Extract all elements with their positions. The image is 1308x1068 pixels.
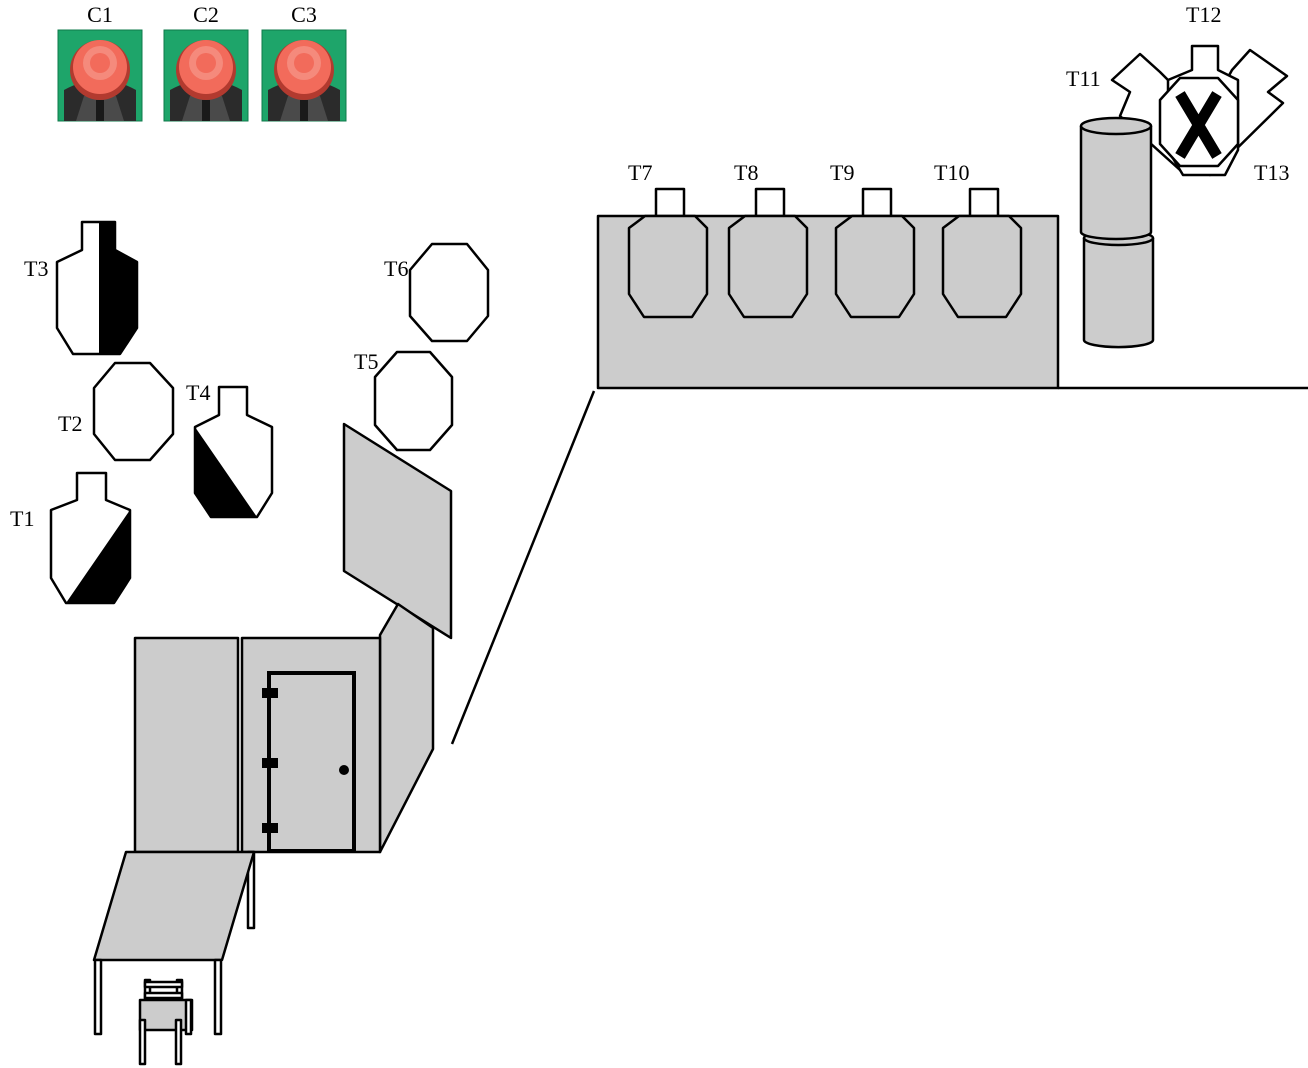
x-mark-icon [1175,91,1222,159]
chair-seat [138,998,194,1032]
target-label: T11 [1066,66,1101,91]
door-hinge [262,688,278,698]
barrel-upper [1079,126,1153,241]
barrel-stack [1079,116,1155,349]
torso-target-body [941,214,1023,319]
no-shoot-section [195,427,257,517]
door-knob [339,765,349,775]
target-label: T5 [354,349,378,374]
target-label: T12 [1186,2,1221,27]
octagon-plate-icon [373,350,454,452]
torso-target-body [627,214,709,319]
target-label: T2 [58,411,82,436]
wall-side-panel [378,602,435,854]
target-label: T3 [24,256,48,281]
target-label: T7 [628,160,652,185]
shoot-house [133,636,382,854]
fault-line-diagonal [450,390,596,745]
octagon-plate-icon [408,242,490,343]
target-t3: T3 [24,220,139,356]
barrel-lower [1082,238,1155,349]
chair [138,978,194,1066]
target-t6: T6 [384,242,490,343]
target-cluster-t11-t13: T12 T11 T13 [1066,2,1289,185]
target-t5: T5 [354,349,454,452]
target-label: T8 [734,160,758,185]
target-label: T6 [384,256,408,281]
popper-target-icon [57,29,143,122]
no-shoot-section [66,510,130,603]
torso-target-body [727,214,809,319]
popper-target-icon [261,29,347,122]
target-label: T10 [934,160,969,185]
wall-door-panel [240,636,382,854]
table [92,850,256,1036]
target-t4: T4 [186,380,274,519]
target-t2: T2 [58,361,175,462]
popper-label: C1 [87,2,113,27]
popper-label: C3 [291,2,317,27]
torso-target-icon [654,187,686,218]
door-hinge [262,758,278,768]
torso-target-icon [968,187,1000,218]
target-t8: T8 [727,160,809,319]
torso-target-icon [861,187,893,218]
table-top [92,850,256,962]
popper-c1: C1 [57,2,143,122]
target-t9: T9 [830,160,916,319]
popper-label: C2 [193,2,219,27]
target-label: T9 [830,160,854,185]
target-t7: T7 [627,160,709,319]
popper-c2: C2 [163,2,249,122]
torso-target-body [834,214,916,319]
target-label: T13 [1254,160,1289,185]
popper-c3: C3 [261,2,347,122]
octagon-plate-icon [92,361,175,462]
target-label: T4 [186,380,210,405]
popper-target-icon [163,29,249,122]
target-t1: T1 [10,471,132,605]
angled-wall-panel [342,422,453,854]
target-label: T1 [10,506,34,531]
torso-target-icon [754,187,786,218]
no-shoot-half [99,222,137,354]
door-hinge [262,823,278,833]
wall-left-panel [133,636,240,854]
target-t10: T10 [934,160,1023,319]
